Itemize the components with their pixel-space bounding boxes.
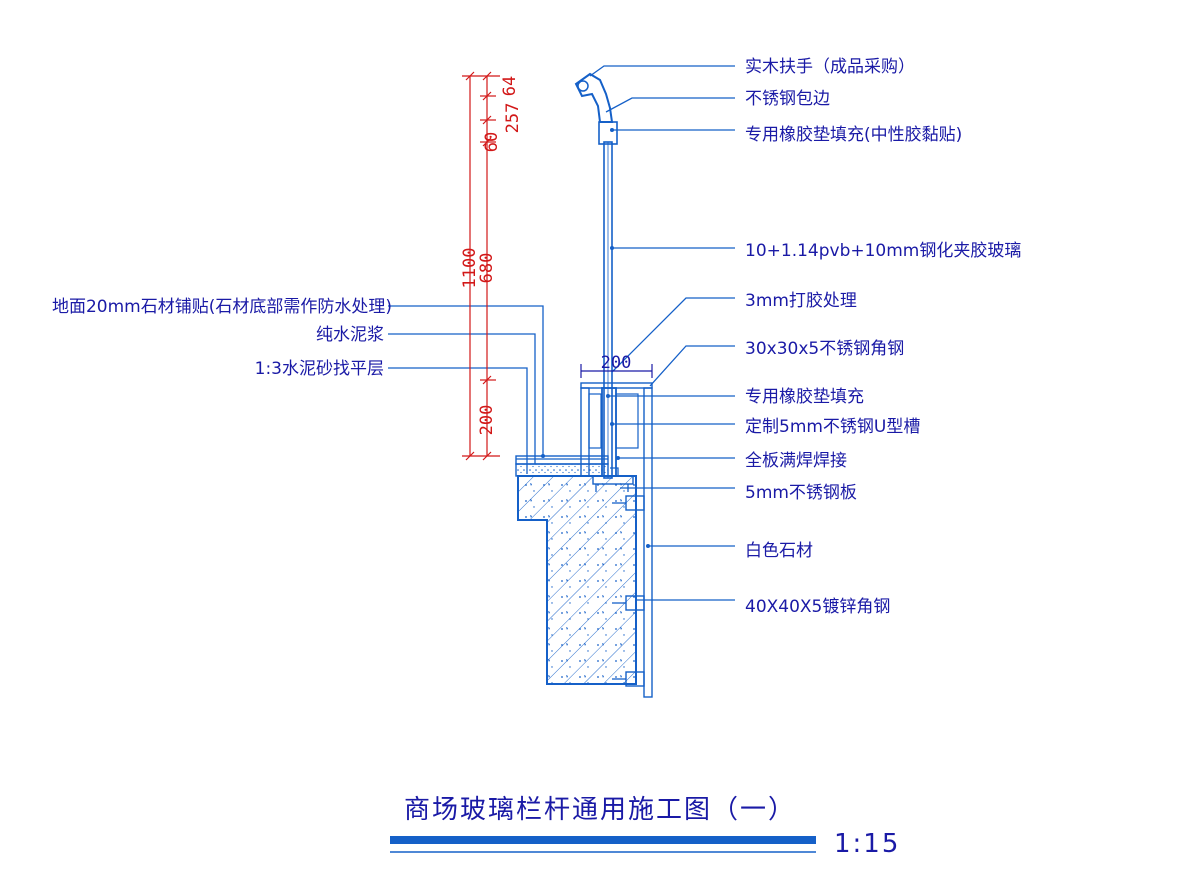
dim-200-horizontal: 200	[601, 353, 632, 373]
dim-200-vertical: 200	[477, 405, 497, 436]
label-stainless-angle: 30x30x5不锈钢角钢	[745, 339, 904, 359]
label-rubber-pad-neutral-glue: 专用橡胶垫填充(中性胶黏贴)	[745, 125, 962, 145]
title-block: 商场玻璃栏杆通用施工图（一） 1:15	[390, 795, 900, 859]
label-floor-stone: 地面20mm石材铺贴(石材底部需作防水处理)	[52, 297, 392, 317]
dim-680: 680	[477, 253, 497, 284]
label-rubber-pad: 专用橡胶垫填充	[745, 387, 864, 407]
concrete-slab	[517, 475, 637, 685]
label-stainless-edge: 不锈钢包边	[745, 89, 830, 109]
title-underline-thick	[390, 836, 816, 844]
left-labels: 地面20mm石材铺贴(石材底部需作防水处理) 纯水泥浆 1:3水泥砂找平层	[52, 297, 392, 379]
right-labels: 实木扶手（成品采购） 不锈钢包边 专用橡胶垫填充(中性胶黏贴) 10+1.14p…	[745, 57, 1021, 617]
floor-finish-layers	[515, 455, 609, 477]
label-full-weld: 全板满焊焊接	[745, 451, 847, 471]
dim-1100: 1100	[460, 248, 480, 289]
label-cement-paste: 纯水泥浆	[316, 325, 384, 345]
dim-64: 64	[500, 76, 520, 96]
wood-handrail	[574, 72, 614, 123]
label-laminated-glass: 10+1.14pvb+10mm钢化夹胶玻璃	[745, 241, 1021, 261]
drawing-title: 商场玻璃栏杆通用施工图（一）	[404, 795, 796, 825]
dim-60: 60	[482, 132, 502, 152]
label-leveling-layer: 1:3水泥砂找平层	[255, 359, 384, 379]
leader-lines	[388, 65, 735, 601]
galvanized-angles	[612, 495, 645, 687]
drawing-scale: 1:15	[834, 829, 900, 859]
label-wood-handrail: 实木扶手（成品采购）	[745, 57, 915, 77]
label-3mm-sealant: 3mm打胶处理	[745, 291, 857, 311]
label-white-stone: 白色石材	[745, 541, 813, 561]
dim-257: 257	[503, 103, 523, 134]
dimension-lines	[462, 71, 653, 461]
label-u-channel: 定制5mm不锈钢U型槽	[745, 417, 920, 437]
label-galvanized-angle: 40X40X5镀锌角钢	[745, 597, 890, 617]
label-stainless-plate: 5mm不锈钢板	[745, 483, 857, 503]
dimension-texts: 1100 680 200 60 257 64 200	[460, 76, 631, 436]
